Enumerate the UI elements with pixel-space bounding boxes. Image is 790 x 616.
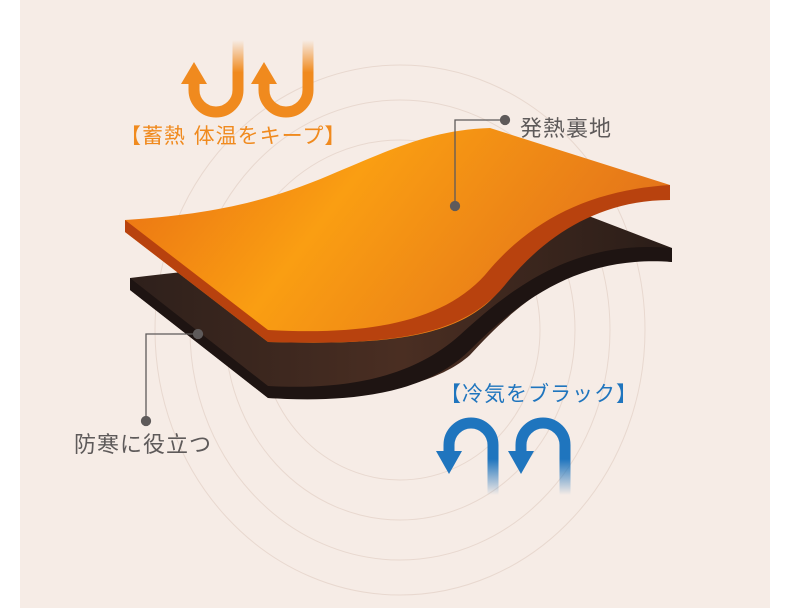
callout-cold-protection [140,328,204,427]
cold-arrows-icon [443,417,571,495]
heat-arrows-icon [188,40,314,118]
cold-protection-label: 防寒に役立つ [74,433,213,458]
heating-lining-label: 発熱裏地 [520,117,613,142]
callout-heating-lining [449,114,511,212]
cold-block-label: 【冷気をブラック】 [440,382,638,406]
heat-retention-label: 【蓄熱 体温をキープ】 [120,124,347,148]
orange-layer [125,128,670,343]
